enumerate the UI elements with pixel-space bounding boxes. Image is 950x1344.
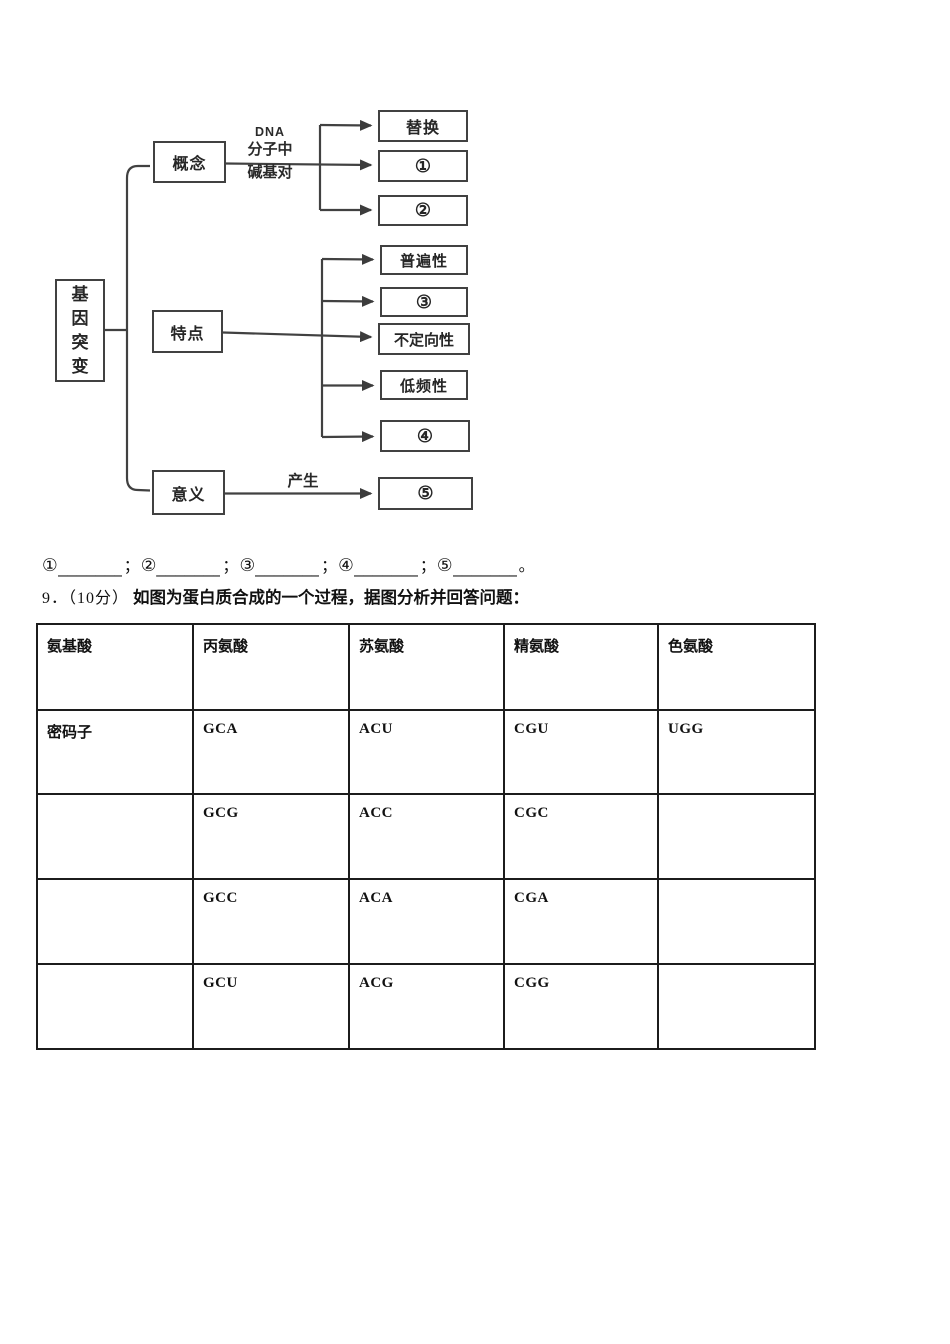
- edge-label-dna-line1: DNA: [254, 125, 286, 139]
- node-blank-4: ④: [380, 420, 470, 452]
- cell-codon: ACC: [348, 793, 505, 880]
- cell-empty: [657, 793, 816, 880]
- cell-empty: [657, 878, 816, 965]
- codon-table-row: GCU ACG CGG: [36, 963, 816, 1050]
- cell-codon: GCA: [192, 709, 350, 795]
- edge-concept-top: [319, 119, 373, 131]
- fill-in-blanks-line: ①____________；②____________；③___________…: [42, 553, 902, 579]
- header-amino-acid: 氨基酸: [36, 623, 194, 711]
- cell-codon: UGG: [657, 709, 816, 795]
- node-concept: 概念: [153, 141, 226, 183]
- edge-trait-1: [321, 253, 375, 265]
- question-9: 9．（10分）如图为蛋白质合成的一个过程，据图分析并回答问题：: [42, 587, 922, 610]
- node-blank-5: ⑤: [378, 477, 473, 510]
- node-gene-mutation-label: 基因突变: [71, 284, 89, 376]
- cell-codon: ACA: [348, 878, 505, 965]
- blank-underline-4: ____________: [353, 558, 418, 577]
- blanks-terminator: 。: [518, 558, 535, 575]
- edge-trait-main: [222, 331, 373, 343]
- cell-codon: CGA: [503, 878, 659, 965]
- cell-codon: GCG: [192, 793, 350, 880]
- header-alanine: 丙氨酸: [192, 623, 350, 711]
- blank-underline-5: ____________: [452, 558, 517, 577]
- cell-empty: [36, 963, 194, 1050]
- cell-empty: [36, 793, 194, 880]
- blank-separator: ；: [222, 558, 239, 575]
- codon-table-header-row: 氨基酸 丙氨酸 苏氨酸 精氨酸 色氨酸: [36, 623, 816, 711]
- codon-table-row: GCC ACA CGA: [36, 878, 816, 965]
- blank-underline-2: ____________: [156, 558, 220, 577]
- node-gene-mutation: 基因突变: [55, 279, 105, 382]
- node-low-frequency: 低频性: [380, 370, 468, 400]
- header-arginine: 精氨酸: [503, 623, 659, 711]
- edge-label-dna: DNA 分子中 碱基对: [238, 125, 302, 182]
- cell-codon: ACU: [348, 709, 505, 795]
- codon-table-row: GCG ACC CGC: [36, 793, 816, 880]
- edge-trait-2: [321, 295, 375, 307]
- bracket-line: [125, 164, 151, 492]
- node-blank-1: ①: [378, 150, 468, 182]
- cell-codon-label: 密码子: [36, 709, 194, 795]
- question-9-number: 9．（10分）: [42, 590, 130, 607]
- codon-table-row: 密码子 GCA ACU CGU UGG: [36, 709, 816, 795]
- blank-underline-3: ____________: [255, 558, 319, 577]
- blank-separator: ；: [321, 558, 338, 575]
- gene-mutation-flowchart: 基因突变 概念 特点 意义 替换 ① ② 普遍性 ③ 不定向性 低频性 ④ ⑤ …: [0, 0, 950, 545]
- blank-number-4: ④: [338, 555, 354, 575]
- question-9-text: 如图为蛋白质合成的一个过程，据图分析并回答问题：: [133, 589, 530, 607]
- cell-empty: [657, 963, 816, 1050]
- node-universality: 普遍性: [380, 245, 468, 275]
- node-blank-3: ③: [380, 287, 468, 317]
- cell-codon: CGC: [503, 793, 659, 880]
- blank-number-5: ⑤: [436, 555, 453, 575]
- edge-label-produce: 产生: [287, 473, 319, 490]
- header-threonine: 苏氨酸: [348, 623, 505, 711]
- blank-separator: ；: [419, 558, 436, 575]
- cell-codon: GCU: [192, 963, 350, 1050]
- node-meaning: 意义: [152, 470, 225, 515]
- edge-trait-5: [321, 431, 375, 443]
- cell-codon: ACG: [348, 963, 505, 1050]
- blank-separator: ；: [123, 558, 140, 575]
- blank-number-3: ③: [239, 555, 256, 575]
- cell-codon: GCC: [192, 878, 350, 965]
- cell-codon: CGG: [503, 963, 659, 1050]
- flowchart-connectors: [105, 119, 375, 499]
- blank-number-1: ①: [42, 555, 58, 575]
- blank-underline-1: ____________: [57, 558, 122, 577]
- cell-codon: CGU: [503, 709, 659, 795]
- blank-number-2: ②: [140, 555, 157, 575]
- node-substitution: 替换: [378, 110, 468, 142]
- node-trait: 特点: [152, 310, 223, 353]
- codon-table: 氨基酸 丙氨酸 苏氨酸 精氨酸 色氨酸 密码子 GCA ACU CGU UGG …: [36, 623, 816, 1050]
- edge-label-dna-line2: 分子中: [247, 141, 293, 158]
- header-tryptophan: 色氨酸: [657, 623, 816, 711]
- node-blank-2: ②: [378, 195, 468, 226]
- edge-label-dna-line3: 碱基对: [247, 164, 293, 181]
- cell-empty: [36, 878, 194, 965]
- node-non-directional: 不定向性: [378, 323, 470, 355]
